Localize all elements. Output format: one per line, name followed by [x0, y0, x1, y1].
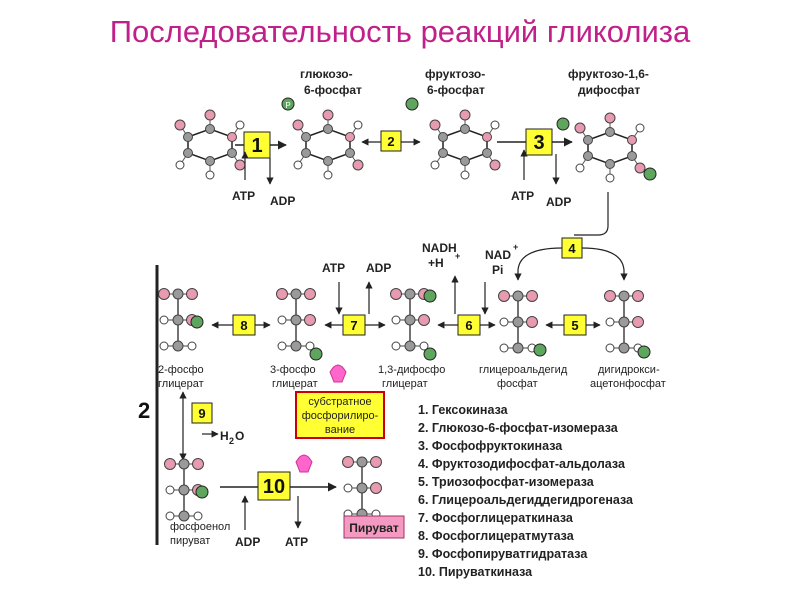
step-1-number: 1 [251, 135, 262, 157]
f6p-label-2: 6-фосфат [427, 83, 485, 97]
step-10-box [257, 471, 291, 501]
phosphate-pg3 [309, 347, 323, 361]
substrate-marker-2 [295, 454, 313, 473]
enzyme-7: 7. Фосфоглицераткиназа [418, 511, 574, 525]
step-6-box [457, 314, 481, 336]
f6p-label-1: фруктозо- [425, 67, 485, 81]
h2o-label-h: H [220, 429, 229, 443]
bpg13-label-2: глицерат [382, 378, 428, 390]
step-9-box [191, 402, 213, 424]
pi-label: Pi [492, 263, 503, 277]
phosphate-bpg13-2 [423, 347, 437, 361]
glucose-molecule [174, 109, 246, 180]
enzyme-6: 6. Глицероальдегиддегидрогеназа [418, 493, 634, 507]
pg3-label-1: 3-фосфо [270, 364, 316, 376]
step-10-adp: ADP [235, 535, 260, 549]
phosphate-bpg13-1 [423, 289, 437, 303]
pyruvate-label: Пируват [349, 521, 399, 535]
enzyme-10: 10. Пируваткиназа [418, 565, 533, 579]
gap-molecule [497, 289, 539, 354]
step-2-number: 2 [387, 134, 394, 149]
h2o-label-o: O [235, 429, 244, 443]
pyruvate-box [343, 515, 405, 539]
step-1-atp: ATP [232, 189, 255, 203]
g6p-label-2: 6-фосфат [304, 83, 362, 97]
enzyme-4: 4. Фруктозодифосфат-альдолаза [418, 457, 626, 471]
step-7-number: 7 [350, 318, 357, 333]
f6p-molecule [429, 109, 501, 180]
nad-sup: + [513, 242, 518, 252]
step-1-adp: ADP [270, 194, 295, 208]
step-7-box [342, 314, 366, 336]
pg2-label-1: 2-фосфо [158, 364, 204, 376]
substrate-phosphorylation-box [295, 391, 385, 439]
enzyme-3: 3. Фосфофруктокиназа [418, 439, 563, 453]
enzyme-legend: 1. Гексокиназа 2. Глюкозо-6-фосфат-изоме… [418, 403, 634, 579]
step-5-box [563, 314, 587, 336]
step-7-adp: ADP [366, 261, 391, 275]
phosphate-pg2 [190, 315, 204, 329]
phosphate-f16bp-2 [643, 167, 657, 181]
pg3-label-2: глицерат [272, 378, 318, 390]
f16bp-label-1: фруктозо-1,6- [568, 67, 649, 81]
step-3-adp: ADP [546, 195, 571, 209]
enzyme-8: 8. Фосфоглицератмутаза [418, 529, 575, 543]
h2o-label-sub: 2 [229, 436, 234, 446]
pep-label-2: пируват [170, 535, 210, 547]
step-3-atp: ATP [511, 189, 534, 203]
phosphate-gap [533, 343, 547, 357]
substrate-box-line-2: фосфорилиро- [302, 410, 379, 422]
enzyme-2: 2. Глюкозо-6-фосфат-изомераза [418, 421, 619, 435]
step-4-number: 4 [568, 241, 576, 256]
step-8-number: 8 [240, 318, 247, 333]
pep-label-1: фосфоенол [170, 521, 230, 533]
nad-label: NAD [485, 248, 511, 262]
enzyme-1: 1. Гексокиназа [418, 403, 509, 417]
phosphate-dhap [637, 345, 651, 359]
substrate-box-line-1: субстратное [308, 396, 371, 408]
pg2-label-2: глицерат [158, 378, 204, 390]
f16bp-molecule [574, 112, 646, 183]
bpg13-molecule [389, 287, 431, 352]
f16bp-label-2: дифосфат [578, 83, 640, 97]
nadh-label: NADH [422, 241, 457, 255]
step-3-number: 3 [533, 132, 544, 154]
phosphate-g6p [281, 97, 295, 111]
h-plus-sup: + [455, 251, 460, 261]
gap-label-2: фосфат [497, 378, 538, 390]
substrate-marker-1 [329, 364, 347, 383]
step-10-number: 10 [263, 476, 285, 498]
step-3-box [525, 128, 553, 156]
phosphate-pep [195, 485, 209, 499]
step-8-box [232, 314, 256, 336]
step-2-box [380, 130, 402, 152]
phosphate-f6p [405, 97, 419, 111]
stage-2-label: 2 [138, 398, 150, 423]
gap-label-1: глицероальдегид [479, 364, 568, 376]
pg3-molecule [275, 287, 317, 352]
phosphate-g6p-p: P [285, 101, 290, 110]
page-title: Последовательность реакций гликолиза [109, 14, 691, 49]
phosphate-f16bp-1 [556, 117, 570, 131]
bpg13-label-1: 1,3-дифосфо [378, 364, 445, 376]
step-5-number: 5 [571, 318, 578, 333]
enzyme-9: 9. Фосфопируватгидратаза [418, 547, 588, 561]
g6p-molecule [292, 109, 364, 180]
step-9-number: 9 [198, 406, 205, 421]
dhap-molecule [603, 289, 645, 354]
h-plus-label: +H [428, 256, 444, 270]
step-10-atp: ATP [285, 535, 308, 549]
dhap-label-2: ацетонфосфат [590, 378, 666, 390]
dhap-label-1: дигидрокси- [598, 364, 660, 376]
step-7-atp: ATP [322, 261, 345, 275]
substrate-box-line-3: вание [325, 424, 355, 436]
g6p-label-1: глюкозо- [300, 67, 353, 81]
step-6-number: 6 [465, 318, 472, 333]
pyruvate-molecule [341, 455, 383, 520]
enzyme-5: 5. Триозофосфат-изомераза [418, 475, 595, 489]
